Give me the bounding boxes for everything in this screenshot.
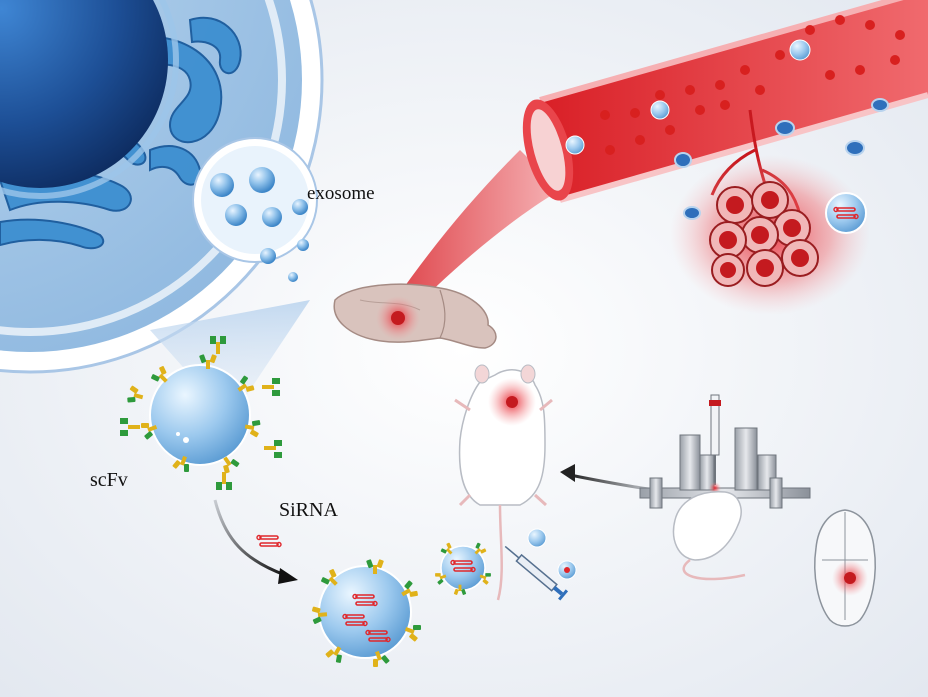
tumor-cluster-icon xyxy=(709,181,867,287)
loaded-exosome xyxy=(311,559,423,669)
zoom-cone xyxy=(150,300,310,420)
exosome-label: exosome xyxy=(307,183,375,204)
blood-vessel-icon xyxy=(395,0,928,318)
donor-cell xyxy=(0,0,324,420)
zoom-beam xyxy=(395,150,560,318)
circulating-exosomes xyxy=(565,39,811,155)
stereotaxic-frame-icon xyxy=(639,394,811,581)
red-blood-cells xyxy=(600,15,905,155)
scfv-exosome xyxy=(120,336,282,490)
stromal-cells xyxy=(674,98,889,220)
scfv-label: scFv xyxy=(90,469,128,491)
mouse-icon xyxy=(454,364,553,601)
cell-nucleus-icon xyxy=(0,0,168,188)
brain-icon xyxy=(333,283,497,349)
syringe-icon xyxy=(504,545,569,601)
medium-exosome xyxy=(433,541,493,596)
mouse-skull-icon xyxy=(814,509,876,627)
small-exosomes xyxy=(527,528,577,580)
sirna-label: SiRNA xyxy=(279,499,338,521)
exosome-vesicle-icon xyxy=(210,167,309,282)
loading-arrow xyxy=(213,499,286,577)
